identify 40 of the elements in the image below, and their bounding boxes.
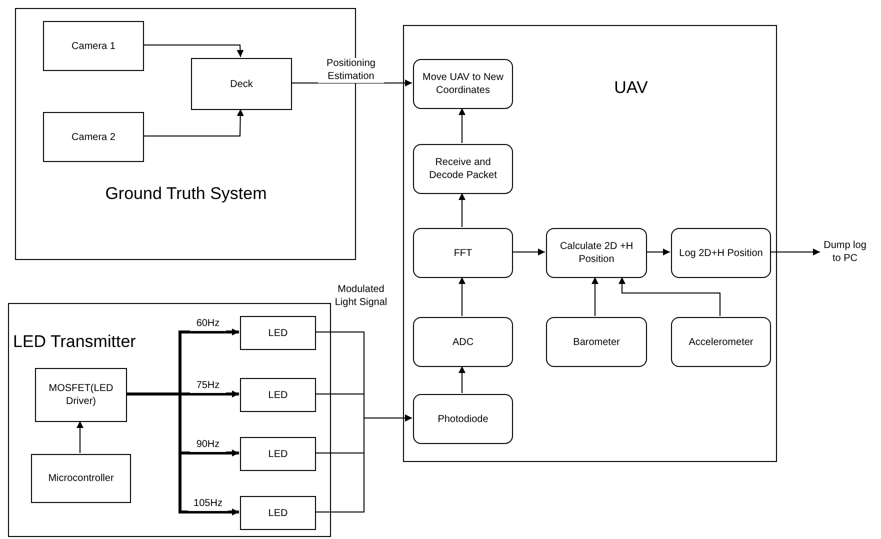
process-box: FFT (413, 228, 513, 278)
panel-title: Ground Truth System (104, 183, 268, 204)
arrow (142, 44, 244, 58)
process-box: Microcontroller (31, 454, 131, 503)
arrow (458, 276, 466, 316)
arrow (458, 366, 466, 394)
process-box: Move UAV to New Coordinates (413, 59, 513, 109)
process-box: LED (240, 496, 316, 530)
arrow (76, 420, 84, 454)
process-box: Camera 1 (43, 21, 144, 71)
arrow (770, 248, 820, 256)
arrow (618, 276, 720, 316)
arrow (142, 108, 244, 136)
process-box: Accelerometer (671, 317, 771, 367)
process-box: LED (240, 378, 316, 412)
output-label: Dump log to PC (820, 239, 870, 265)
panel-title: UAV (613, 77, 649, 98)
process-box: Photodiode (413, 394, 513, 444)
arrow (290, 80, 412, 86)
process-box: Calculate 2D +H Position (546, 228, 647, 278)
edge-label: Positioning Estimation (318, 58, 384, 83)
process-box: LED (240, 316, 316, 350)
signal-note: Modulated Light Signal (334, 284, 388, 309)
process-box: Log 2D+H Position (671, 228, 771, 278)
process-box: MOSFET(LED Driver) (35, 368, 127, 422)
panel-title: LED Transmitter (13, 331, 137, 352)
arrow (512, 248, 546, 256)
group-panel (8, 303, 331, 537)
arrow (458, 108, 466, 144)
process-box: Receive and Decode Packet (413, 144, 513, 194)
arrow (314, 414, 412, 512)
arrow (592, 276, 598, 316)
group-panel (403, 25, 777, 462)
process-box: Deck (191, 58, 292, 110)
process-box: LED (240, 437, 316, 471)
process-box: Barometer (546, 317, 647, 367)
process-box: ADC (413, 317, 513, 367)
arrow (458, 192, 466, 228)
arrow (646, 248, 670, 256)
process-box: Camera 2 (43, 112, 144, 162)
